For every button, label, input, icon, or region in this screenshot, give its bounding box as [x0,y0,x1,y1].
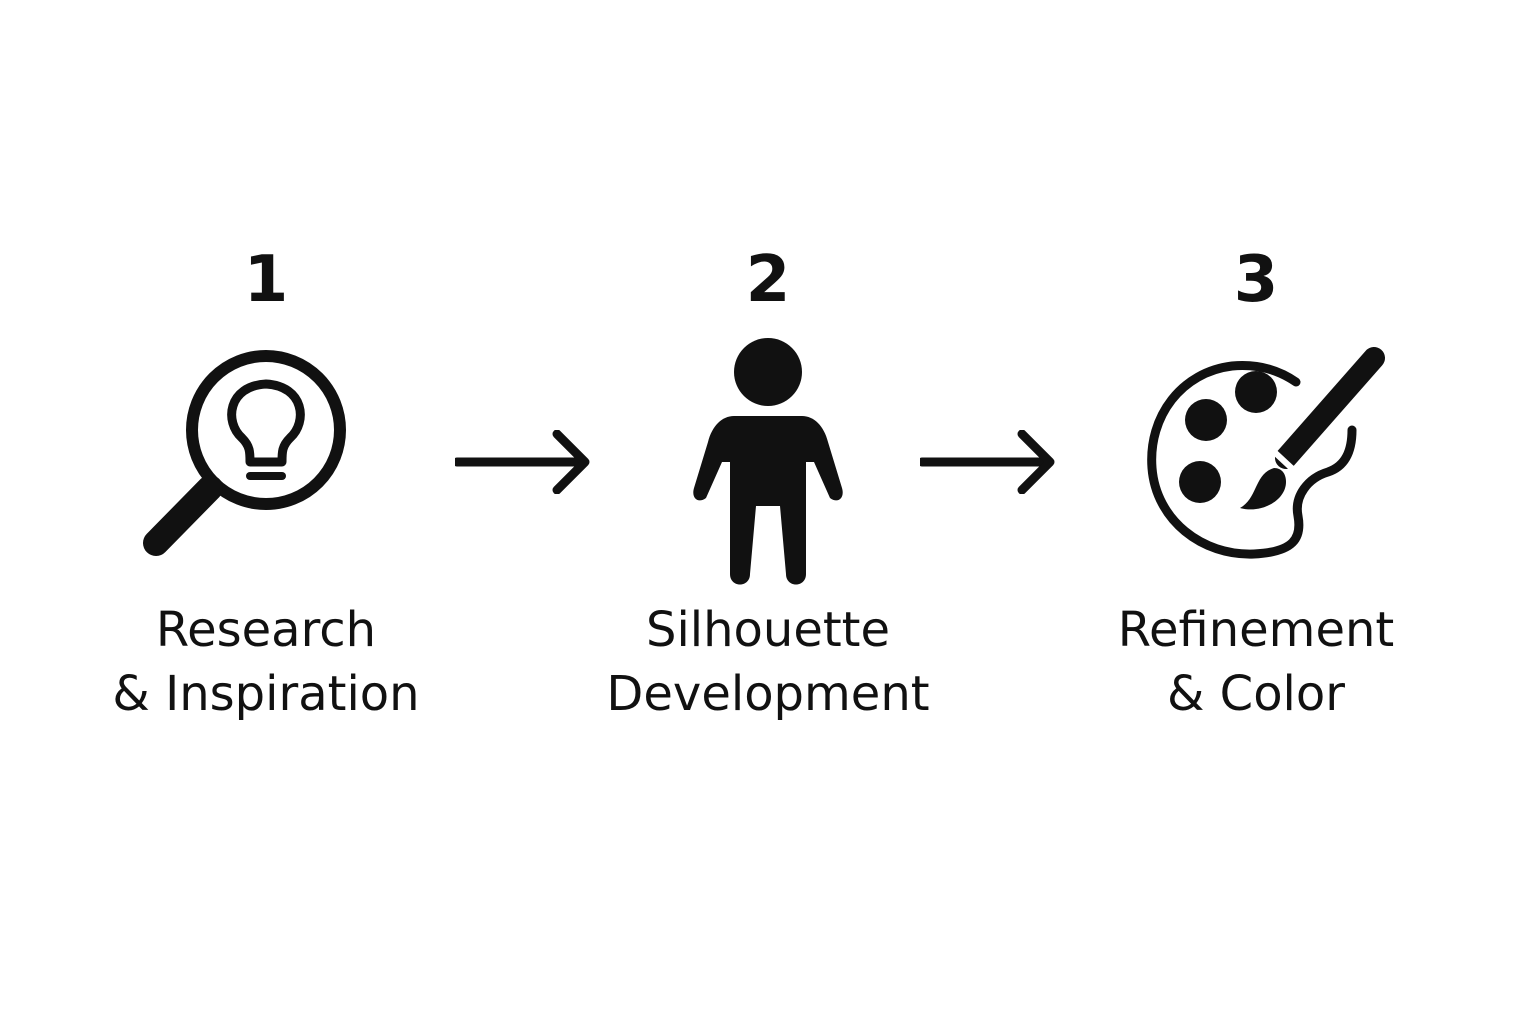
step-label-line-1: Refinement [1117,602,1395,658]
step-number: 3 [1233,243,1279,317]
step-2: 2 Silhouette Development [558,240,978,726]
step-label-line-2: & Color [1166,666,1345,722]
magnifier-lightbulb-icon [143,350,346,556]
step-1: 1 Research & Inspiration [56,240,476,726]
arrow-right-icon [920,430,1055,494]
step-label-line-1: Research [155,602,377,658]
step-number: 2 [745,243,791,317]
person-silhouette-icon [693,338,843,585]
step-number: 1 [243,243,289,317]
step-label-line-1: Silhouette [645,602,891,658]
lightbulb-icon [227,379,305,480]
step-label: Research & Inspiration [56,598,476,726]
step-label-line-2: & Inspiration [112,666,420,722]
arrow-right-icon [455,430,590,494]
step-label: Silhouette Development [558,598,978,726]
palette-brush-icon [1147,347,1385,559]
step-3: 3 Refinement & Color [1046,240,1466,726]
step-label-line-2: Development [606,666,930,722]
step-label: Refinement & Color [1046,598,1466,726]
